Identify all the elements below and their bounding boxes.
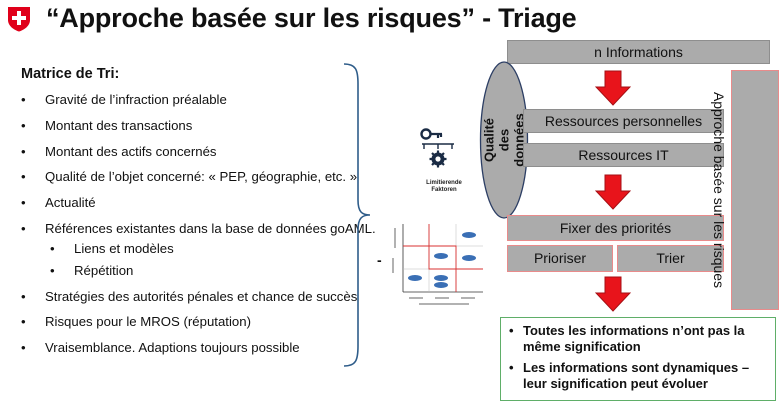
list-item: •Stratégies des autorités pénales et cha… xyxy=(21,289,358,304)
prioriser-box: Prioriser xyxy=(507,245,613,272)
ressources-it-box: Ressources IT xyxy=(523,143,724,167)
list-item: •Montant des transactions xyxy=(21,118,193,133)
risk-matrix-image xyxy=(392,224,483,305)
list-item: •Vraisemblance. Adaptions toujours possi… xyxy=(21,340,300,355)
quality-ellipse xyxy=(479,61,529,219)
conclusion-box: •Toutes les informations n’ont pas la mê… xyxy=(500,317,776,401)
conclusion-item: •Les informations sont dynamiques – leur… xyxy=(509,360,750,391)
matrix-title: Matrice de Tri: xyxy=(21,66,120,82)
list-item: •Risques pour le MROS (réputation) xyxy=(21,314,251,329)
list-item: •Actualité xyxy=(21,195,96,210)
list-item: •Gravité de l’infraction préalable xyxy=(21,92,227,107)
list-item: •Références existantes dans la base de d… xyxy=(21,221,376,236)
down-arrow-icon xyxy=(595,70,631,106)
page-title: “Approche basée sur les risques” - Triag… xyxy=(46,3,577,33)
n-informations-box: n Informations xyxy=(507,40,770,64)
fixer-priorites-box: Fixer des priorités xyxy=(507,215,724,241)
right-brace xyxy=(343,63,371,367)
dash-mark: - xyxy=(377,252,382,268)
conclusion-item: •Toutes les informations n’ont pas la mê… xyxy=(509,323,745,354)
list-item: •Liens et modèles xyxy=(50,241,174,256)
swiss-cross-logo xyxy=(8,7,30,32)
quality-label: Qualité des données xyxy=(481,113,527,167)
list-item: •Répétition xyxy=(50,263,134,278)
ressources-personnelles-box: Ressources personnelles xyxy=(523,109,724,133)
list-item: •Montant des actifs concernés xyxy=(21,144,217,159)
approche-vertical-box xyxy=(731,70,779,310)
limiting-factors-label: Limitierende Faktoren xyxy=(426,180,462,193)
down-arrow-icon xyxy=(595,276,631,312)
list-item: •Qualité de l’objet concerné: « PEP, géo… xyxy=(21,169,358,184)
approche-vertical-label: Approche basée sur les risques xyxy=(711,91,727,289)
trier-box: Trier xyxy=(617,245,724,272)
down-arrow-icon xyxy=(595,174,631,210)
key-gear-icon xyxy=(420,128,454,168)
